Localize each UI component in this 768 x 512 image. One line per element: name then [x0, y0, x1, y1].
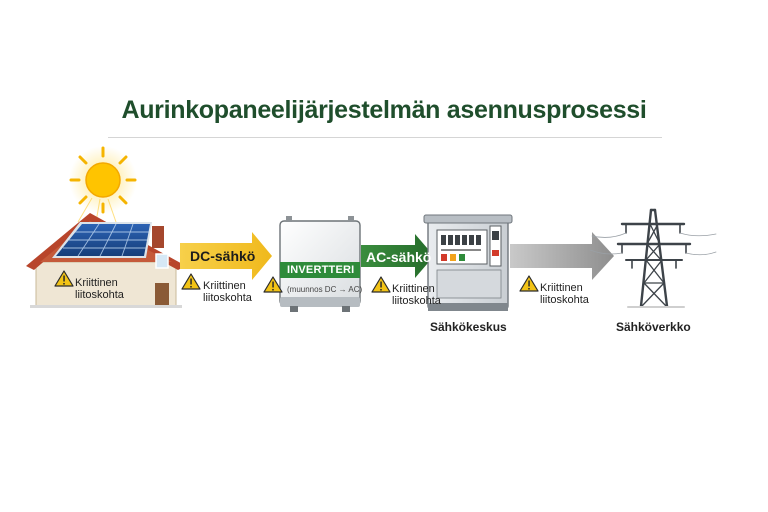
- critical-point-line1: Kriittinen: [203, 280, 246, 292]
- inverter-label: INVERTTERI: [287, 264, 355, 276]
- power-pylon-icon: [589, 208, 717, 308]
- grid-caption: Sähköverkko: [616, 320, 691, 334]
- critical-point-label-grid: Kriittinen liitoskohta: [540, 282, 589, 306]
- ac-arrow: [361, 234, 434, 278]
- critical-point-label-dc: Kriittinen liitoskohta: [203, 280, 252, 304]
- solar-panel-icon: [52, 222, 152, 258]
- inverter-sublabel: (muunnos DC → AC): [287, 285, 363, 294]
- title-divider: [108, 137, 662, 138]
- dc-flow-label: DC-sähkö: [190, 248, 256, 264]
- warning-icon: [519, 275, 539, 292]
- diagram-title: Aurinkopaneelijärjestelmän asennusproses…: [121, 96, 647, 124]
- warning-icon: [54, 270, 74, 287]
- warning-icon: [181, 273, 201, 290]
- critical-point-label-house: Kriittinen liitoskohta: [75, 277, 124, 301]
- warning-icon: [263, 276, 283, 293]
- grid-arrow: [510, 232, 614, 280]
- warning-icon: [371, 276, 391, 293]
- distribution-board-caption: Sähkökeskus: [430, 320, 507, 334]
- inverter-icon: [279, 216, 361, 312]
- critical-point-line1: Kriittinen: [392, 283, 435, 295]
- dc-arrow: [180, 232, 272, 280]
- critical-point-line1: Kriittinen: [75, 277, 118, 289]
- ac-flow-label: AC-sähkö: [366, 249, 432, 265]
- critical-point-line2: liitoskohta: [392, 295, 441, 307]
- critical-point-label-ac: Kriittinen liitoskohta: [392, 283, 441, 307]
- critical-point-line2: liitoskohta: [75, 289, 124, 301]
- critical-point-line2: liitoskohta: [203, 292, 252, 304]
- sun-icon: [69, 146, 137, 223]
- critical-point-line1: Kriittinen: [540, 282, 583, 294]
- critical-point-line2: liitoskohta: [540, 294, 589, 306]
- distribution-board-icon: [423, 214, 513, 311]
